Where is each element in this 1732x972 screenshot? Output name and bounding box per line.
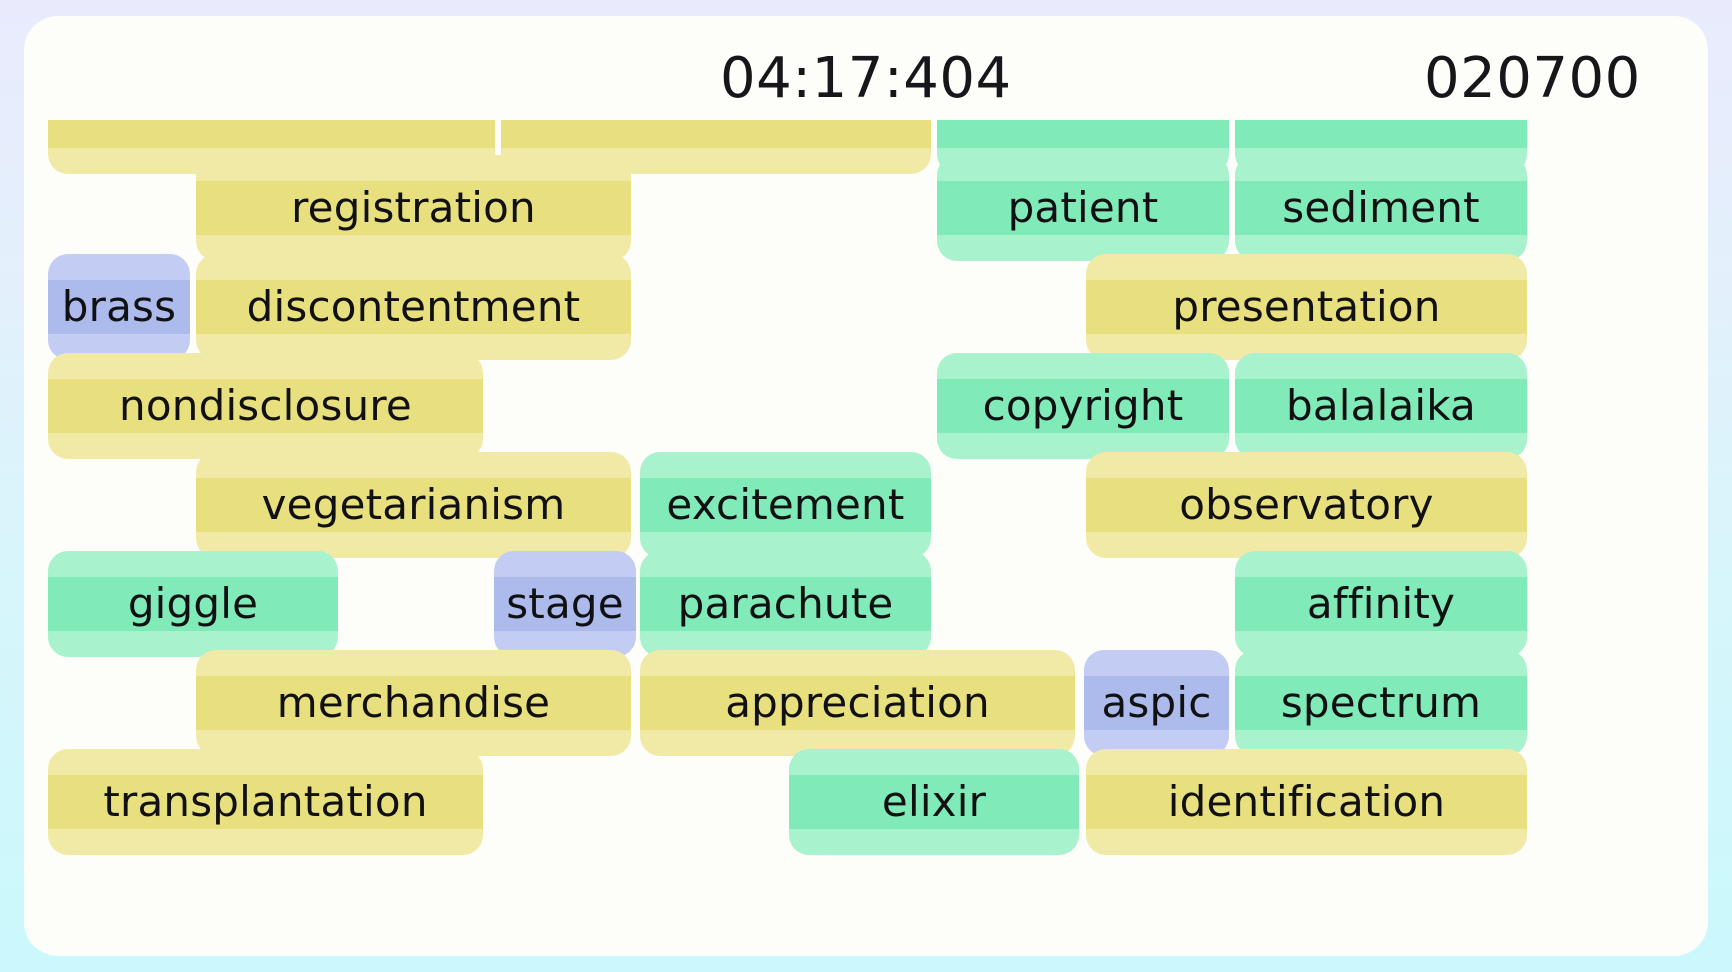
word-card[interactable]: affinity (1235, 551, 1527, 657)
word-card[interactable]: merchandise (196, 650, 631, 756)
word-card[interactable]: parachute (640, 551, 931, 657)
word-card[interactable]: aspic (1084, 650, 1229, 756)
timer-display: 04:17:404 (720, 46, 1012, 111)
word-card-band (640, 676, 1075, 730)
word-card-clipped[interactable] (501, 120, 931, 174)
game-panel: 04:17:404 020700 registration patient sedi… (24, 16, 1708, 956)
word-card-label: excitement (666, 480, 905, 529)
word-card[interactable]: registration (196, 155, 631, 261)
word-card-band (937, 181, 1229, 235)
word-card-band (48, 775, 483, 829)
word-card-band (48, 120, 495, 148)
word-card-label: merchandise (276, 678, 551, 727)
word-card-band (48, 379, 483, 433)
word-card-label: observatory (1179, 480, 1434, 529)
word-card-band (48, 280, 190, 334)
word-card-label: patient (1007, 183, 1159, 232)
hud-header: 04:17:404 020700 (24, 16, 1708, 120)
word-card-band (937, 120, 1229, 148)
word-card-band (1086, 280, 1527, 334)
word-card-label: sediment (1282, 183, 1480, 232)
word-card-label: appreciation (725, 678, 990, 727)
word-card-label: discontentment (246, 282, 581, 331)
word-card[interactable]: sediment (1235, 155, 1527, 261)
word-card-label: transplantation (103, 777, 428, 826)
word-card[interactable]: stage (494, 551, 636, 657)
word-card-label: vegetarianism (261, 480, 566, 529)
word-card-band (196, 181, 631, 235)
word-card[interactable]: brass (48, 254, 190, 360)
word-card[interactable]: patient (937, 155, 1229, 261)
word-card[interactable]: elixir (789, 749, 1079, 855)
word-card-band (1086, 478, 1527, 532)
word-card-band (1235, 577, 1527, 631)
word-card-band (1235, 676, 1527, 730)
word-card-band (1235, 379, 1527, 433)
word-card-band (789, 775, 1079, 829)
word-card-label: copyright (982, 381, 1184, 430)
word-card[interactable]: copyright (937, 353, 1229, 459)
word-card-band (494, 577, 636, 631)
word-card-label: aspic (1101, 678, 1212, 727)
word-card[interactable]: balalaika (1235, 353, 1527, 459)
word-card-band (196, 676, 631, 730)
word-card-label: spectrum (1280, 678, 1482, 727)
word-card[interactable]: nondisclosure (48, 353, 483, 459)
score-display: 020700 (1424, 46, 1641, 111)
word-card-band (1235, 120, 1527, 148)
word-card[interactable]: vegetarianism (196, 452, 631, 558)
word-card-band (501, 120, 931, 148)
word-card[interactable]: identification (1086, 749, 1527, 855)
word-card-label: giggle (127, 579, 259, 628)
word-card[interactable]: transplantation (48, 749, 483, 855)
word-card-label: presentation (1172, 282, 1441, 331)
word-card-band (640, 577, 931, 631)
word-card[interactable]: discontentment (196, 254, 631, 360)
word-card[interactable]: spectrum (1235, 650, 1527, 756)
word-card-label: elixir (881, 777, 987, 826)
word-card-label: identification (1167, 777, 1446, 826)
word-card-label: parachute (677, 579, 894, 628)
word-card-band (937, 379, 1229, 433)
word-card[interactable]: giggle (48, 551, 338, 657)
word-card[interactable]: excitement (640, 452, 931, 558)
word-card-band (1084, 676, 1229, 730)
word-card-label: registration (291, 183, 536, 232)
word-card[interactable]: appreciation (640, 650, 1075, 756)
word-card-label: affinity (1306, 579, 1456, 628)
word-card-label: brass (61, 282, 177, 331)
word-board: registration patient sediment brass disconte… (24, 120, 1708, 956)
word-card-band (196, 280, 631, 334)
word-card-label: stage (506, 579, 624, 628)
word-card-label: nondisclosure (119, 381, 412, 430)
word-card-band (640, 478, 931, 532)
word-card-band (1235, 181, 1527, 235)
word-card-band (196, 478, 631, 532)
word-board-inner: registration patient sediment brass disconte… (24, 120, 1708, 956)
word-card-band (48, 577, 338, 631)
word-card-band (1086, 775, 1527, 829)
word-card[interactable]: observatory (1086, 452, 1527, 558)
word-card[interactable]: presentation (1086, 254, 1527, 360)
word-card-label: balalaika (1285, 381, 1476, 430)
